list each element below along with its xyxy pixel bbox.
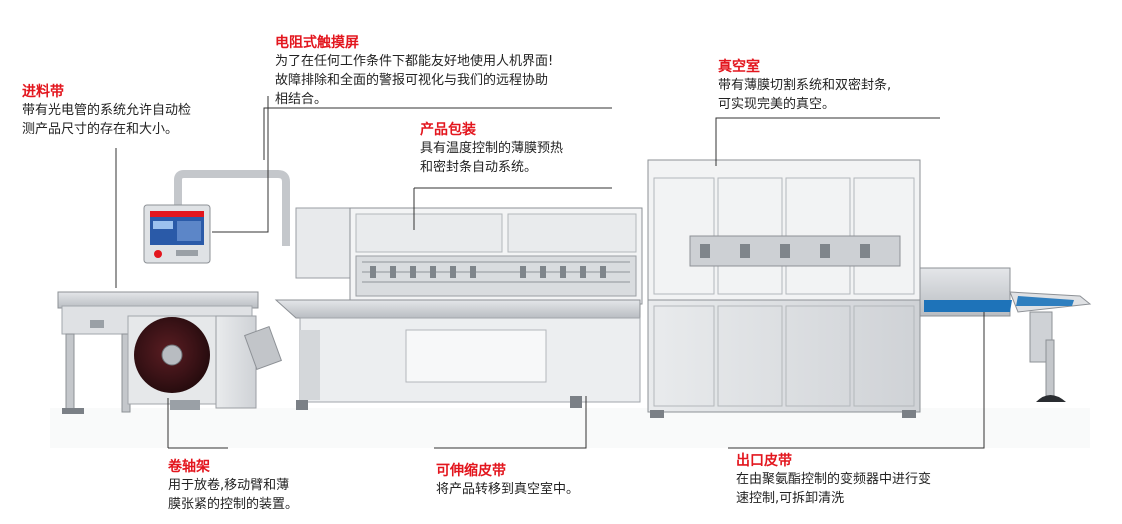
vacuum-title: 真空室 bbox=[718, 59, 760, 75]
touchscreen-body: 为了在任何工作条件下都能友好地使用人机界面! 故障排除和全面的警报可视化与我们的… bbox=[275, 54, 554, 107]
reel-holder bbox=[127, 315, 283, 410]
vacuum-callout: 真空室 带有薄膜切割系统和双密封条, 可实现完美的真空。 bbox=[718, 58, 948, 114]
packaging-section bbox=[274, 207, 643, 410]
infeed-title: 进料带 bbox=[22, 84, 64, 100]
hmi-touchscreen bbox=[143, 170, 290, 264]
floor-reflection bbox=[50, 408, 1090, 448]
telescopic-callout: 可伸缩皮带 将产品转移到真空室中。 bbox=[436, 462, 626, 499]
vacuum-body: 带有薄膜切割系统和双密封条, 可实现完美的真空。 bbox=[718, 78, 892, 112]
packaging-title: 产品包装 bbox=[420, 122, 476, 138]
outfeed-title: 出口皮带 bbox=[736, 453, 792, 469]
infeed-callout: 进料带 带有光电管的系统允许自动检 测产品尺寸的存在和大小。 bbox=[22, 83, 262, 139]
outfeed-body: 在由聚氨酯控制的变频器中进行变 速控制,可拆卸清洗 bbox=[736, 472, 932, 506]
touchscreen-callout: 电阻式触摸屏 为了在任何工作条件下都能友好地使用人机界面! 故障排除和全面的警报… bbox=[275, 34, 635, 109]
packaging-body: 具有温度控制的薄膜预热 和密封条自动系统。 bbox=[420, 141, 564, 175]
leader-lines bbox=[115, 96, 985, 449]
telescopic-title: 可伸缩皮带 bbox=[436, 463, 506, 479]
reel-body: 用于放卷,移动臂和薄 膜张紧的控制的装置。 bbox=[168, 478, 299, 512]
reel-callout: 卷轴架 用于放卷,移动臂和薄 膜张紧的控制的装置。 bbox=[168, 458, 348, 514]
touchscreen-title: 电阻式触摸屏 bbox=[275, 35, 359, 51]
infeed-body: 带有光电管的系统允许自动检 测产品尺寸的存在和大小。 bbox=[22, 103, 192, 137]
packaging-callout: 产品包装 具有温度控制的薄膜预热 和密封条自动系统。 bbox=[420, 121, 620, 177]
outfeed-callout: 出口皮带 在由聚氨酯控制的变频器中进行变 速控制,可拆卸清洗 bbox=[736, 452, 1006, 508]
vacuum-chamber bbox=[647, 159, 921, 418]
outfeed-conveyor bbox=[919, 267, 1092, 402]
telescopic-body: 将产品转移到真空室中。 bbox=[436, 482, 580, 497]
reel-title: 卷轴架 bbox=[168, 459, 210, 475]
